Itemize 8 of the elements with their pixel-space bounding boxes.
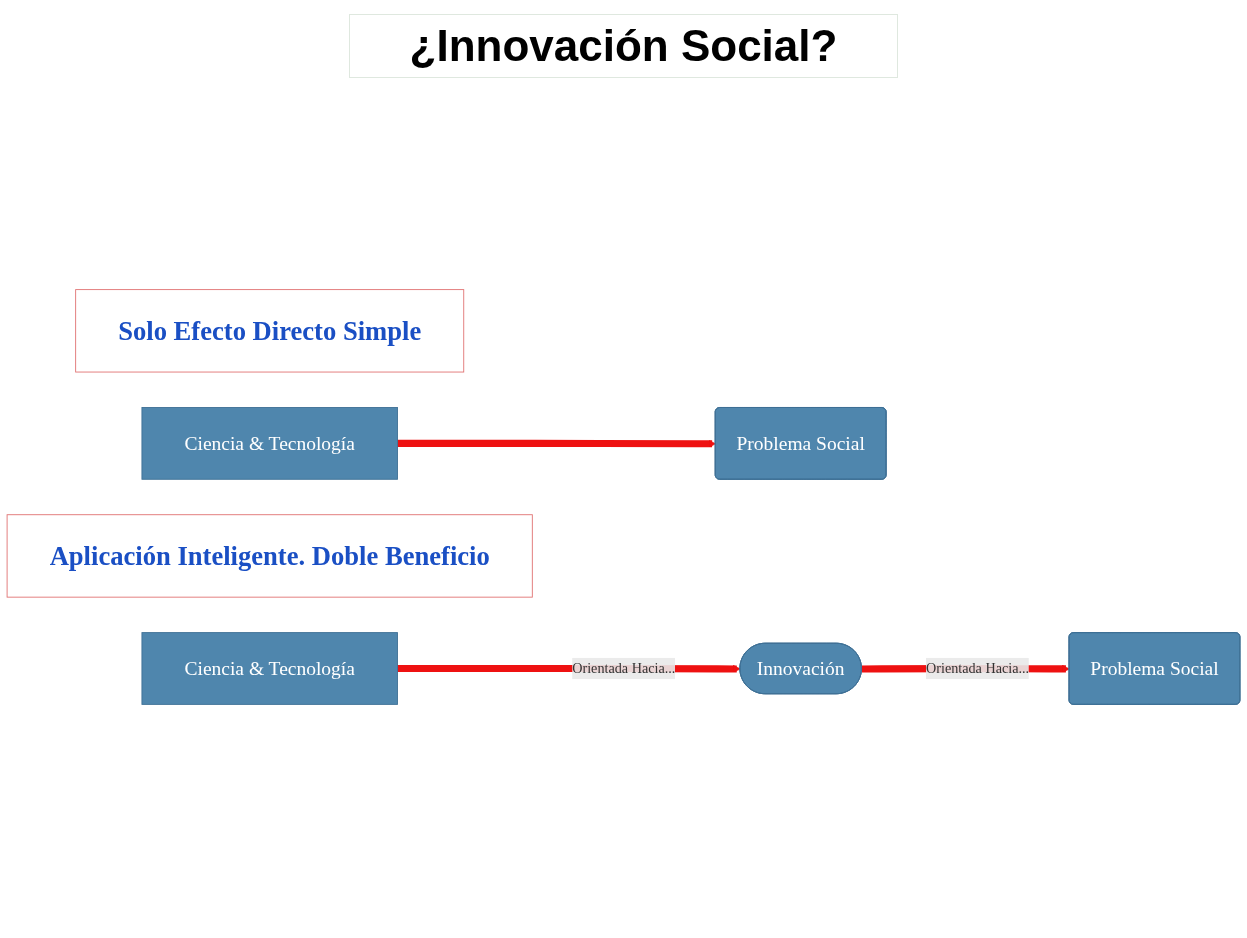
arrow — [397, 439, 717, 448]
node-box: Ciencia & Tecnología — [141, 407, 398, 480]
title: ¿Innovación Social? — [348, 14, 899, 78]
edge-label: Orientada Hacia... — [572, 660, 676, 676]
node-box: Aplicación Inteligente. Doble Beneficio — [6, 514, 533, 598]
node-box: Solo Efecto Directo Simple — [75, 289, 465, 373]
edge-label: Orientada Hacia... — [925, 660, 1030, 676]
node-box: Ciencia & Tecnología — [141, 632, 398, 705]
